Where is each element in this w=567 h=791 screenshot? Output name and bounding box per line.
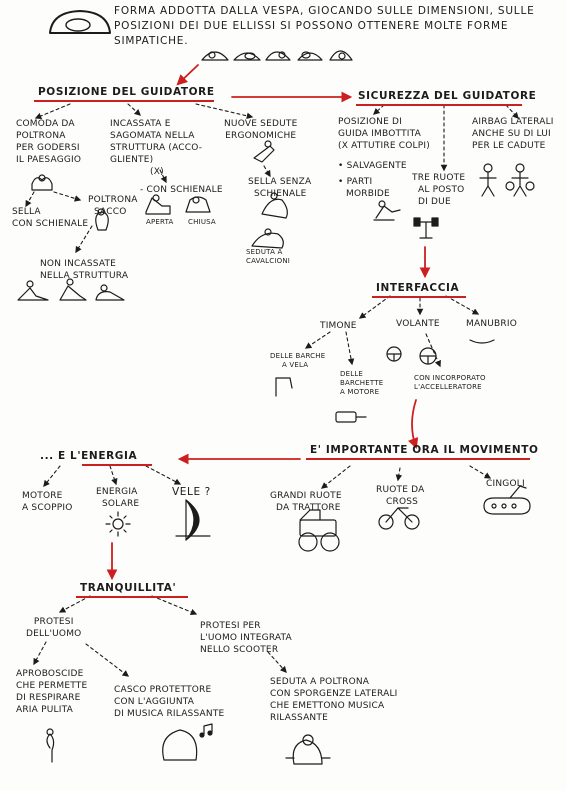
sicurezza-tre-ruote: Tre ruote al posto di due bbox=[412, 173, 466, 207]
label-chiusa: chiusa bbox=[188, 218, 216, 226]
movimento-ruote-cross: Ruote da cross bbox=[376, 485, 425, 507]
ergonomic-seat-icon bbox=[253, 140, 275, 163]
posizione-sella-con: Sella con schienale bbox=[12, 207, 89, 229]
music-armchair-icon bbox=[285, 734, 331, 765]
underline-energia bbox=[82, 464, 152, 466]
saddle-no-back-icon bbox=[261, 192, 288, 219]
interfaccia-barchette-motore: Delle barchette a motore bbox=[340, 370, 384, 396]
posizione-nuove-sedute: Nuove sedute ergonomiche bbox=[224, 119, 298, 141]
sun-icon bbox=[105, 511, 131, 537]
posizione-incassata: Incassata e sagomata nella struttura (ac… bbox=[110, 119, 203, 177]
lounge-chairs-icons bbox=[17, 278, 125, 301]
tranquillita-protesi-integrata: Protesi per l'uomo integrata nello scoot… bbox=[200, 621, 292, 655]
airbag-figures-icon bbox=[479, 163, 535, 197]
tiller-icon bbox=[275, 377, 293, 397]
sicurezza-posizione: Posizione di guida imbottita (x attutire… bbox=[338, 117, 430, 151]
section-title-interfaccia: Interfaccia bbox=[376, 282, 460, 294]
armchair-icon bbox=[31, 174, 53, 191]
shape-variants-icons bbox=[201, 50, 353, 61]
astride-seat-icon bbox=[251, 228, 284, 249]
section-title-tranquillita: Tranquillita' bbox=[80, 582, 177, 594]
underline-movimento bbox=[306, 458, 530, 460]
energia-solare: Energia solare bbox=[96, 487, 140, 509]
posizione-comoda: Comoda da poltrona per godersi il paesag… bbox=[16, 119, 82, 165]
label-aperta: aperta bbox=[146, 218, 174, 226]
steering-wheel-accel-icon bbox=[419, 347, 437, 365]
padded-rider-icon bbox=[373, 200, 401, 221]
tractor-icon bbox=[298, 509, 340, 552]
tranquillita-proboscide: Aproboscide che permette di respirare ar… bbox=[16, 669, 88, 715]
posizione-sella-senza: Sella senza schienale bbox=[248, 177, 312, 199]
underline-tranquillita bbox=[76, 596, 188, 598]
section-title-energia: ... E l'energia bbox=[40, 450, 138, 462]
tracked-vehicle-icon bbox=[483, 485, 531, 515]
tranquillita-casco: Casco protettore con l'aggiunta di music… bbox=[114, 685, 225, 719]
interfaccia-acceleratore: Con incorporato l'accelleratore bbox=[414, 374, 486, 391]
sicurezza-parti-morbide: • Parti morbide bbox=[338, 177, 390, 199]
sail-moon-icon bbox=[175, 499, 211, 541]
section-title-movimento: E' importante ora il movimento bbox=[310, 444, 539, 456]
boat-wheel-icon bbox=[335, 411, 367, 423]
proboscis-icon bbox=[46, 728, 55, 763]
movimento-cingoli: Cingoli bbox=[486, 479, 525, 489]
energia-motore: Motore a scoppio bbox=[22, 491, 73, 513]
closed-seat-icon bbox=[185, 196, 211, 213]
red-arrow-to-movimento bbox=[407, 399, 419, 450]
music-helmet-icon bbox=[162, 723, 213, 761]
tranquillita-seduta-poltrona: Seduta a poltrona con sporgenze laterali… bbox=[270, 677, 398, 723]
underline-posizione bbox=[34, 100, 214, 102]
interfaccia-volante: Volante bbox=[396, 319, 440, 329]
interfaccia-barche-vela: Delle barche a vela bbox=[270, 352, 326, 369]
section-title-sicurezza: Sicurezza del guidatore bbox=[358, 90, 537, 102]
steering-wheel-icon bbox=[386, 346, 402, 362]
posizione-con-schienale: - con schienale bbox=[140, 185, 223, 195]
vespa-ellipse-icon bbox=[49, 10, 111, 34]
handlebar-icon bbox=[469, 339, 495, 344]
movimento-grandi-ruote: Grandi ruote da trattore bbox=[270, 491, 342, 513]
energia-vele: Vele ? bbox=[172, 486, 211, 498]
posizione-poltrona-sacco: Poltrona sacco bbox=[88, 195, 138, 217]
sicurezza-salvagente: • Salvagente bbox=[338, 161, 407, 171]
three-wheels-icon bbox=[413, 217, 439, 239]
cross-bike-icon bbox=[378, 507, 420, 530]
posizione-cavalcioni: Seduta a cavalcioni bbox=[246, 248, 291, 265]
underline-interfaccia bbox=[372, 296, 466, 298]
red-arrow-intro bbox=[176, 64, 199, 86]
interfaccia-manubrio: Manubrio bbox=[466, 319, 518, 329]
open-seat-icon bbox=[145, 194, 171, 215]
posizione-non-incassate: Non incassate nella struttura bbox=[40, 259, 129, 281]
sack-chair-icon bbox=[95, 208, 109, 231]
tranquillita-protesi-uomo: Protesi dell'uomo bbox=[26, 617, 82, 639]
underline-sicurezza bbox=[356, 104, 522, 106]
interfaccia-timone: Timone bbox=[320, 321, 357, 331]
sicurezza-airbag: Airbag laterali anche su di lui per le c… bbox=[472, 117, 554, 151]
intro-text: Forma addotta dalla vespa, giocando sull… bbox=[114, 5, 535, 47]
section-title-posizione: Posizione del guidatore bbox=[38, 86, 215, 98]
